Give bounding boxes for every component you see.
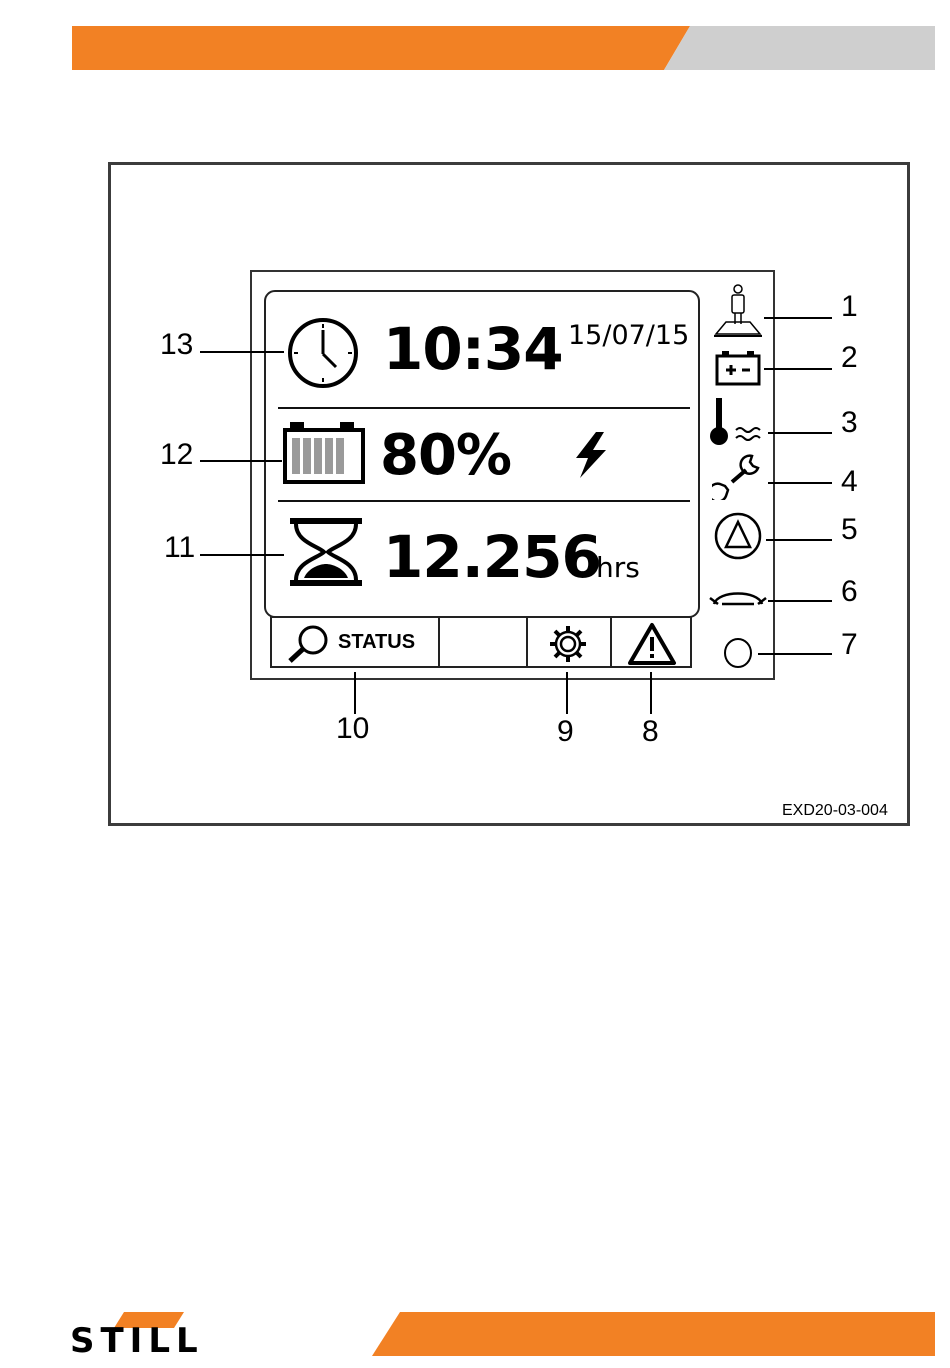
callout-12: 12 (160, 440, 193, 470)
battery-icon (282, 420, 366, 486)
time-display: 10:34 (383, 320, 563, 378)
leader-line-7 (758, 653, 832, 655)
callout-7: 7 (841, 630, 858, 660)
warning-softkey[interactable] (610, 616, 692, 668)
operating-hours-value: 12.256 (383, 528, 601, 586)
callout-2: 2 (841, 343, 858, 373)
leader-line-5 (766, 539, 832, 541)
leader-line-12 (200, 460, 282, 462)
circle-icon (722, 636, 754, 670)
circle-triangle-icon (713, 511, 763, 561)
date-display: 15/07/15 (568, 322, 689, 349)
callout-8: 8 (642, 717, 659, 747)
leader-line-2 (764, 368, 832, 370)
hourglass-icon (288, 516, 364, 588)
operating-hours-unit: hrs (596, 554, 640, 582)
figure-id: EXD20-03-004 (782, 803, 888, 819)
magnifier-icon (284, 624, 332, 664)
leader-line-6 (768, 600, 832, 602)
callout-3: 3 (841, 408, 858, 438)
operator-presence-icon (712, 284, 764, 340)
empty-softkey[interactable] (438, 616, 528, 668)
footer-orange-band (370, 1310, 950, 1368)
callout-11: 11 (164, 533, 195, 563)
leader-line-13 (200, 351, 284, 353)
leader-line-10 (354, 672, 356, 714)
callout-6: 6 (841, 577, 858, 607)
callout-13: 13 (160, 330, 193, 360)
status-softkey-label: STATUS (338, 631, 415, 654)
wrench-icon (712, 452, 766, 500)
battery-warning-icon (714, 349, 762, 387)
gear-icon (545, 622, 591, 666)
callout-1: 1 (841, 292, 858, 322)
header-bar (0, 0, 950, 80)
clock-icon (286, 316, 360, 390)
leader-line-4 (768, 482, 832, 484)
header-orange-band (72, 26, 690, 70)
header-grey-band (664, 26, 935, 70)
row-divider (278, 500, 690, 502)
battery-percent: 80% (380, 428, 511, 484)
callout-9: 9 (557, 717, 574, 747)
leader-line-11 (200, 554, 284, 556)
callout-5: 5 (841, 515, 858, 545)
oil-can-icon (708, 582, 768, 614)
callout-10: 10 (336, 714, 369, 744)
leader-line-9 (566, 672, 568, 714)
status-softkey[interactable]: STATUS (270, 616, 440, 668)
leader-line-3 (768, 432, 832, 434)
lightning-icon (566, 430, 614, 480)
warning-triangle-icon (627, 622, 677, 666)
still-logo-text: STILL (70, 1324, 204, 1358)
row-divider (278, 407, 690, 409)
leader-line-8 (650, 672, 652, 714)
settings-softkey[interactable] (526, 616, 612, 668)
callout-4: 4 (841, 467, 858, 497)
temperature-icon (710, 396, 768, 448)
leader-line-1 (764, 317, 832, 319)
